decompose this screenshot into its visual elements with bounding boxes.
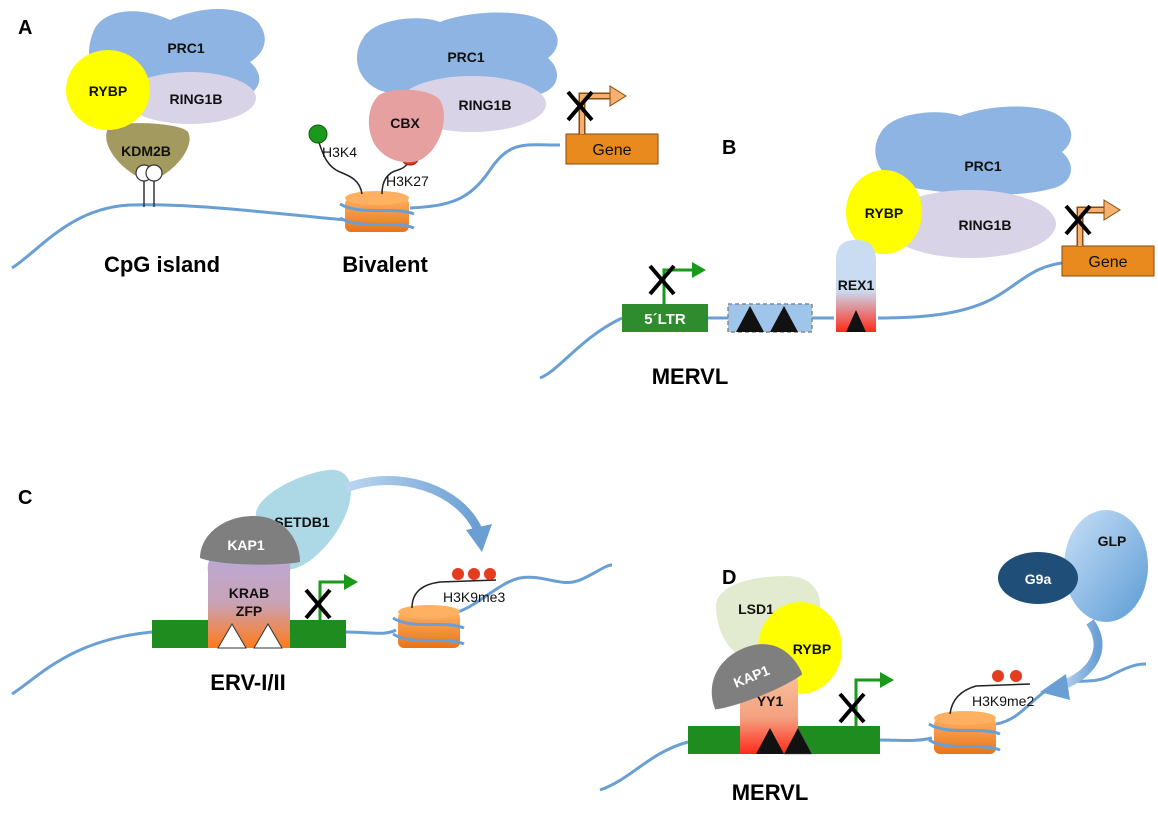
rex1-motif-triangle <box>846 310 866 332</box>
repressed-x-d <box>838 692 866 724</box>
setdb1-label: SETDB1 <box>274 514 329 530</box>
repressed-x-a <box>566 90 594 122</box>
setdb1-arrow <box>344 476 483 533</box>
nucleosome-a <box>339 191 415 232</box>
ltr-label: 5´LTR <box>644 311 686 328</box>
dna-strand-c <box>11 563 613 696</box>
rybp-d-label: RYBP <box>793 641 831 657</box>
erv-label: ERV-I/II <box>210 670 285 695</box>
gene-box-b <box>1061 245 1155 277</box>
gene-label-b: Gene <box>1088 254 1127 271</box>
rybp-b-label: RYBP <box>865 205 903 221</box>
h3k9me2-tail <box>949 683 1031 715</box>
g9a-arrow-head <box>1040 674 1070 700</box>
glp-shape <box>1064 510 1148 622</box>
repressed-x-b-ltr <box>648 264 676 296</box>
rex1-shape <box>836 240 876 332</box>
ltr-box <box>622 304 708 332</box>
prc1-b-label: PRC1 <box>964 158 1002 174</box>
kap1-c-shape <box>200 516 300 565</box>
setdb1-arrow-head <box>466 524 492 552</box>
prc1-right-shape <box>356 12 558 101</box>
dna-strand-b <box>539 260 1071 380</box>
h3k9me3-mark-2 <box>468 568 480 580</box>
ring1b-left-label: RING1B <box>170 91 223 107</box>
repeat-triangle-2 <box>770 306 798 332</box>
kdm2b-shape <box>106 123 190 178</box>
panel-letter-b: B <box>722 137 736 159</box>
h3k4-label: H3K4 <box>322 144 357 160</box>
ring1b-b-label: RING1B <box>959 217 1012 233</box>
repressed-x-c <box>304 588 332 620</box>
rybp-left-label: RYBP <box>89 83 127 99</box>
yy1-motif-triangle-1 <box>756 728 784 754</box>
yy1-motif-triangle-2 <box>783 727 813 755</box>
repeat-triangle-1 <box>736 306 764 332</box>
kap1-d-shape <box>711 644 803 710</box>
gene-label-a: Gene <box>592 142 631 159</box>
krab-motif-triangle-2 <box>253 623 283 649</box>
rybp-b <box>846 170 922 254</box>
repressed-x-b-gene <box>1064 204 1092 236</box>
h3k27-label: H3K27 <box>386 173 429 189</box>
gene-arrow-b <box>1076 199 1121 246</box>
prc1-left-label: PRC1 <box>167 40 205 56</box>
h3k9me3-tail <box>411 579 497 609</box>
rex1-label: REX1 <box>838 277 875 293</box>
h3k9me2-mark-1 <box>992 670 1004 682</box>
gene-box-a <box>565 133 659 165</box>
rybp-left <box>66 50 150 130</box>
krab-label: KRAB <box>229 585 269 601</box>
bivalent-label: Bivalent <box>342 252 428 277</box>
panel-letter-c: C <box>18 487 32 509</box>
g9a-shape <box>998 552 1078 604</box>
glp-label: GLP <box>1098 533 1127 549</box>
mervl-label-d: MERVL <box>732 780 809 805</box>
kap1-d-group: KAP1 <box>711 644 803 710</box>
h3k4-tail <box>317 139 363 195</box>
krab-motif-triangle-1 <box>217 623 247 649</box>
h3k9me2-label: H3K9me2 <box>972 693 1034 709</box>
yy1-label: YY1 <box>757 693 784 709</box>
gene-arrow-a <box>578 85 627 134</box>
lsd1-label: LSD1 <box>738 601 774 617</box>
cbx-shape <box>368 89 444 163</box>
ring1b-right-label: RING1B <box>459 97 512 113</box>
nucleosome-d <box>928 711 1001 754</box>
dna-strand-a <box>11 143 561 270</box>
panel-letter-a: A <box>18 17 32 39</box>
cbx-label: CBX <box>390 115 420 131</box>
h3k4-mark <box>308 124 328 144</box>
ring1b-left <box>124 72 256 124</box>
panel-letter-d: D <box>722 567 736 589</box>
zfp-label: ZFP <box>236 603 262 619</box>
h3k9me3-mark-3 <box>484 568 496 580</box>
h3k9me3-label: H3K9me3 <box>443 589 505 605</box>
h3k9me3-mark-1 <box>452 568 464 580</box>
ring1b-b <box>884 190 1056 258</box>
nucleosome-c <box>392 605 465 648</box>
kdm2b-label: KDM2B <box>121 143 171 159</box>
cpg-circle-2 <box>145 164 163 182</box>
krab-zfp-shape <box>207 548 291 648</box>
mervl-label-b: MERVL <box>652 364 729 389</box>
g9a-label: G9a <box>1025 571 1052 587</box>
h3k9me2-mark-2 <box>1010 670 1022 682</box>
g9a-arrow <box>1058 619 1103 691</box>
prc1-right-label: PRC1 <box>447 49 485 65</box>
cpg-island-label: CpG island <box>104 252 220 277</box>
prc1-b-shape <box>875 106 1072 195</box>
ltr-arrow <box>662 262 706 304</box>
kap1-c-label: KAP1 <box>227 537 265 553</box>
